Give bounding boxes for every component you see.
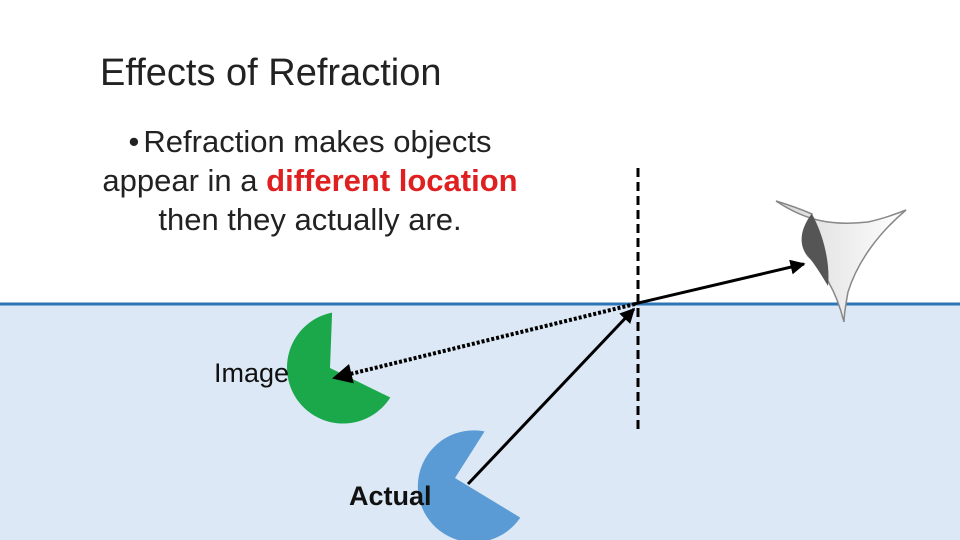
eye-icon [775,200,907,323]
image-object [286,312,391,424]
image-label: Image [214,358,290,388]
bullet-text: •Refraction makes objects appear in a di… [60,122,560,239]
refracted-ray [633,259,806,306]
actual-ray [466,307,636,486]
bullet-dot: • [128,124,140,159]
apparent-ray [332,302,636,384]
actual-object [417,430,521,540]
actual-label: Actual [349,481,432,511]
bullet-line-2: appear in a different location [102,163,518,198]
bullet-line-3: then they actually are. [158,202,462,237]
highlight-text: different location [266,163,518,198]
slide-title: Effects of Refraction [100,52,442,94]
bullet-line-1: •Refraction makes objects [128,124,492,159]
